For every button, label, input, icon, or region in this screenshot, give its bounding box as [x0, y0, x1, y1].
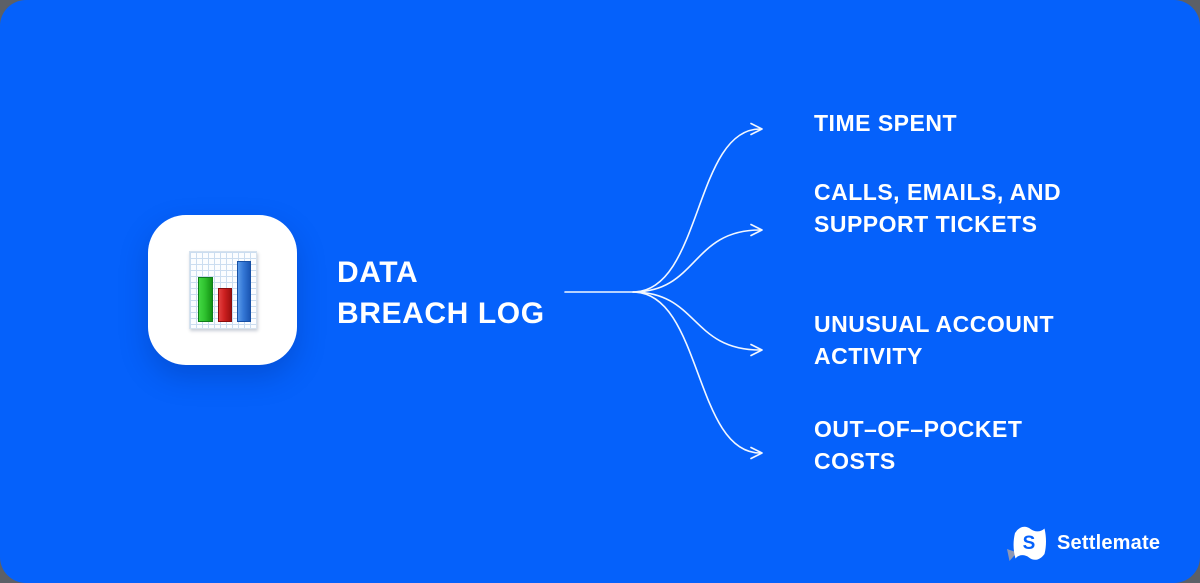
- connector-branch-2: [632, 229, 761, 293]
- bar-chart-green-bar: [197, 277, 213, 322]
- node-title: DATA BREACH LOG: [337, 256, 545, 330]
- brand-name: Settlemate: [1057, 531, 1161, 554]
- scroll-s-icon: S: [1007, 526, 1046, 561]
- bar-chart-red-bar: [217, 288, 232, 322]
- connector-branch-3: [632, 291, 761, 351]
- data-breach-log-app-icon: [148, 215, 297, 365]
- connector-branch-4: [632, 291, 761, 454]
- bar-chart-icon: [188, 251, 257, 329]
- branch-label-unusual-account-activity: UNUSUAL ACCOUNT ACTIVITY: [814, 311, 1055, 369]
- branch-label-calls-emails-support-tickets: CALLS, EMAILS, AND SUPPORT TICKETS: [814, 179, 1062, 237]
- arrowhead-icon: [750, 122, 763, 136]
- brand-letter: S: [1023, 533, 1036, 554]
- branch-label-time-spent: TIME SPENT: [814, 110, 958, 136]
- arrowhead-icon: [750, 223, 763, 237]
- branch-label-out-of-pocket-costs: OUT–OF–POCKET COSTS: [814, 416, 1023, 474]
- arrowhead-icon: [750, 446, 763, 460]
- bar-chart-blue-bar: [236, 261, 251, 322]
- settlemate-logo: S Settlemate: [1004, 521, 1160, 565]
- scroll-shape: [1013, 526, 1046, 560]
- arrowhead-icon: [750, 343, 763, 357]
- connector-branch-1: [632, 128, 761, 293]
